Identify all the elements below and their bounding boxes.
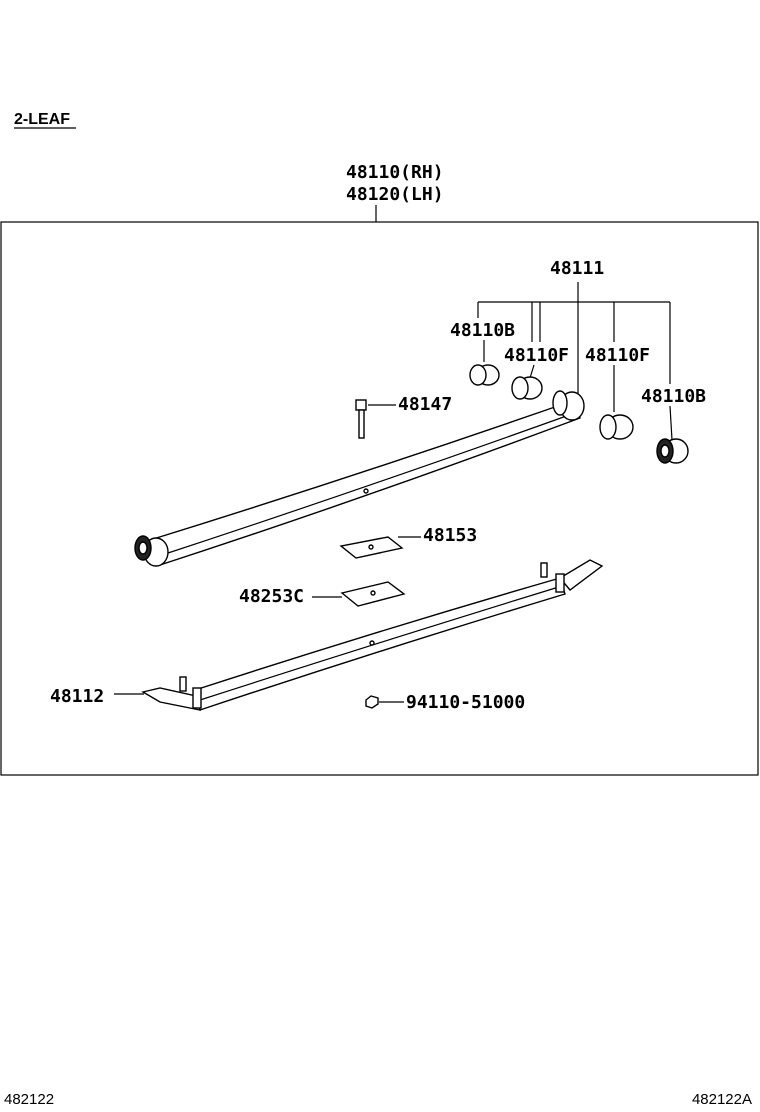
footer-right-code: 482122A <box>692 1091 752 1108</box>
label-48110b-left: 48110B <box>450 320 515 341</box>
plate-48153 <box>339 536 404 559</box>
footer-left-code: 482122 <box>4 1091 54 1108</box>
bushing-48110f-right <box>599 414 634 440</box>
assembly-label-lh: 48120(LH) <box>346 184 444 205</box>
assembly-frame <box>0 221 759 776</box>
bushing-48110b-left <box>469 364 500 386</box>
label-48112: 48112 <box>50 686 104 707</box>
bushing-48110f-left <box>511 376 543 400</box>
label-48147: 48147 <box>398 394 452 415</box>
bushing-48110b-right <box>656 438 689 464</box>
label-48153: 48153 <box>423 525 477 546</box>
plate-48253c <box>340 581 406 607</box>
leaf-spring-second <box>141 559 604 711</box>
label-48110f-left: 48110F <box>504 345 569 366</box>
section-title: 2-LEAF <box>14 111 70 128</box>
label-48111: 48111 <box>550 258 604 279</box>
center-bolt-48147 <box>355 399 367 439</box>
label-48110b-right: 48110B <box>641 386 706 407</box>
assembly-label-rh: 48110(RH) <box>346 162 444 183</box>
nut-94110 <box>365 695 379 709</box>
leaf-spring-main <box>134 390 585 567</box>
label-48110f-right: 48110F <box>585 345 650 366</box>
label-48253c: 48253C <box>239 586 304 607</box>
label-94110: 94110-51000 <box>406 692 525 713</box>
leader-48110b-right <box>669 405 673 441</box>
leader-48110f-left <box>529 364 535 379</box>
